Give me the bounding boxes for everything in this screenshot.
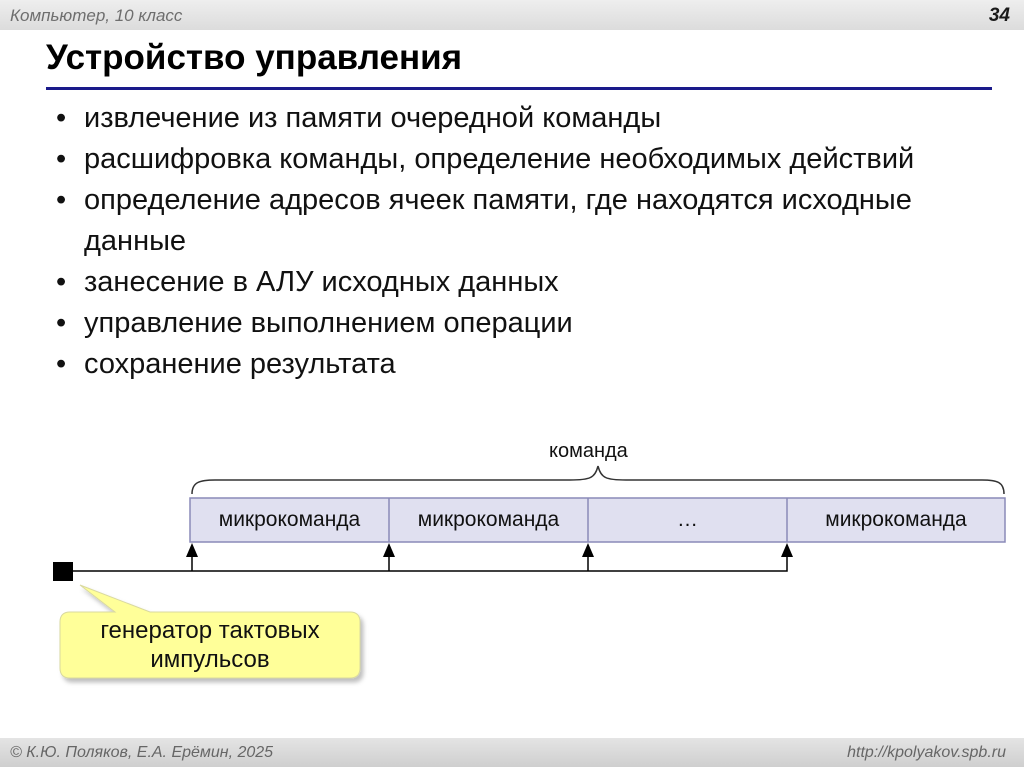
- generator-callout: [59, 584, 361, 679]
- microcommand-cell: микрокоманда: [417, 508, 560, 531]
- microcommand-cell: микрокоманда: [218, 508, 361, 531]
- bullet-list: извлечение из памяти очередной команды р…: [46, 98, 986, 385]
- command-bar: [189, 497, 1006, 543]
- bullet-item: определение адресов ячеек памяти, где на…: [46, 180, 986, 262]
- clock-line: [73, 556, 788, 572]
- footer-bar: © К.Ю. Поляков, Е.А. Ерёмин, 2025 http:/…: [0, 738, 1024, 767]
- arrow-up-icon: [582, 543, 594, 557]
- top-bar: Компьютер, 10 класс 34: [0, 0, 1024, 30]
- bullet-item: извлечение из памяти очередной команды: [46, 98, 986, 139]
- bullet-item: занесение в АЛУ исходных данных: [46, 262, 986, 303]
- generator-label: генератор тактовых импульсов: [100, 617, 320, 673]
- bullet-item: управление выполнением операции: [46, 303, 986, 344]
- bullet-item: сохранение результата: [46, 344, 986, 385]
- title-underline: [46, 87, 992, 90]
- command-brace: [191, 465, 1005, 495]
- footer-authors: © К.Ю. Поляков, Е.А. Ерёмин, 2025: [10, 744, 274, 761]
- course-label: Компьютер, 10 класс: [10, 6, 183, 25]
- bullet-item: расшифровка команды, определение необход…: [46, 139, 986, 180]
- command-label: команда: [549, 440, 628, 462]
- arrow-up-icon: [186, 543, 198, 557]
- page-number: 34: [988, 5, 1010, 26]
- ellipsis-cell: …: [677, 508, 698, 531]
- slide-title: Устройство управления: [46, 38, 463, 77]
- footer-website: http://kpolyakov.spb.ru: [847, 744, 1006, 761]
- clock-generator-square: [53, 562, 73, 581]
- arrow-up-icon: [383, 543, 395, 557]
- arrow-up-icon: [781, 543, 793, 557]
- microcommand-cell: микрокоманда: [825, 508, 967, 531]
